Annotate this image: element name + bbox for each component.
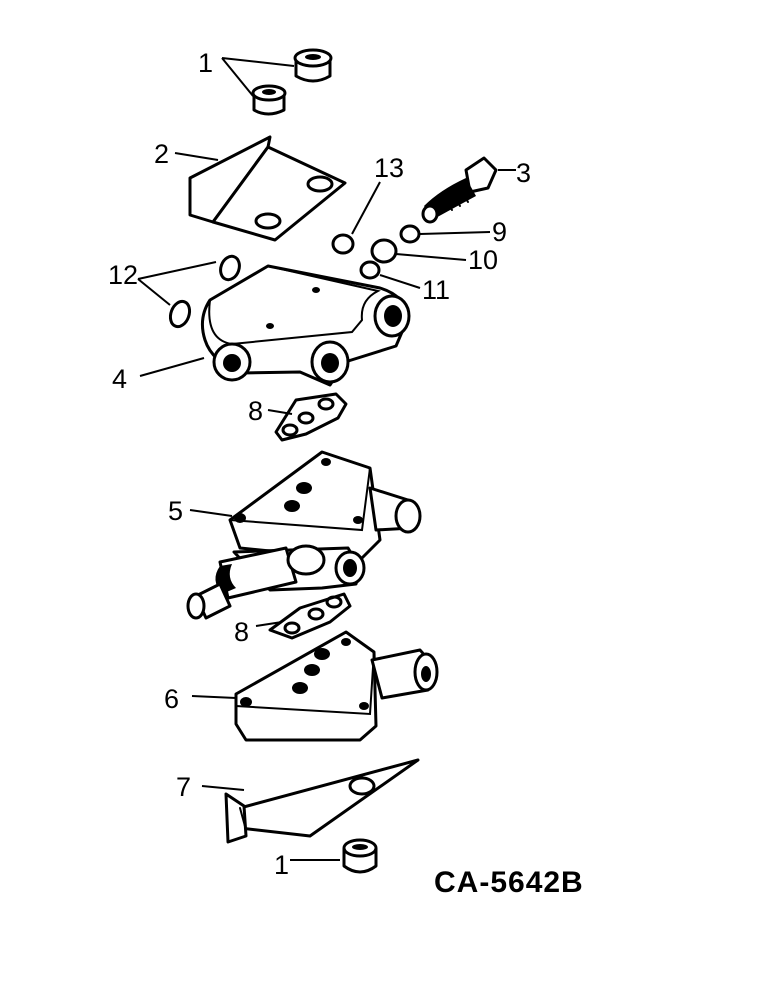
washer-part-9 [399, 224, 421, 244]
callout-4: 4 [112, 364, 127, 394]
callout-1-bottom: 1 [274, 850, 289, 880]
gasket-part-8-upper [274, 392, 348, 442]
bracket-part-2 [188, 135, 347, 242]
valve-body-part-4 [200, 264, 411, 387]
callout-13: 13 [374, 153, 404, 183]
plug-part-1-upper [251, 48, 333, 116]
callout-12: 12 [108, 260, 138, 290]
callout-5: 5 [168, 496, 183, 526]
o-ring-part-10 [370, 238, 398, 264]
callout-1-top: 1 [198, 48, 213, 78]
callout-8-lower: 8 [234, 617, 249, 647]
o-ring-part-11 [359, 260, 381, 280]
bracket-part-7 [224, 758, 420, 844]
end-section-part-6 [234, 630, 439, 742]
callout-3: 3 [516, 158, 531, 188]
valve-section-part-5 [186, 450, 422, 620]
callout-8-upper: 8 [248, 396, 263, 426]
o-ring-part-13 [331, 233, 355, 255]
callout-6: 6 [164, 684, 179, 714]
plug-part-1-lower [342, 838, 378, 874]
callout-2: 2 [154, 139, 169, 169]
valve-cartridge-part-3 [421, 156, 498, 224]
callout-7: 7 [176, 772, 191, 802]
callout-11: 11 [422, 275, 450, 305]
callout-9: 9 [492, 217, 507, 247]
drawing-code: CA-5642B [434, 866, 584, 899]
callout-10: 10 [468, 245, 498, 275]
gasket-part-8-lower [268, 592, 352, 640]
o-rings-part-12 [168, 254, 241, 329]
